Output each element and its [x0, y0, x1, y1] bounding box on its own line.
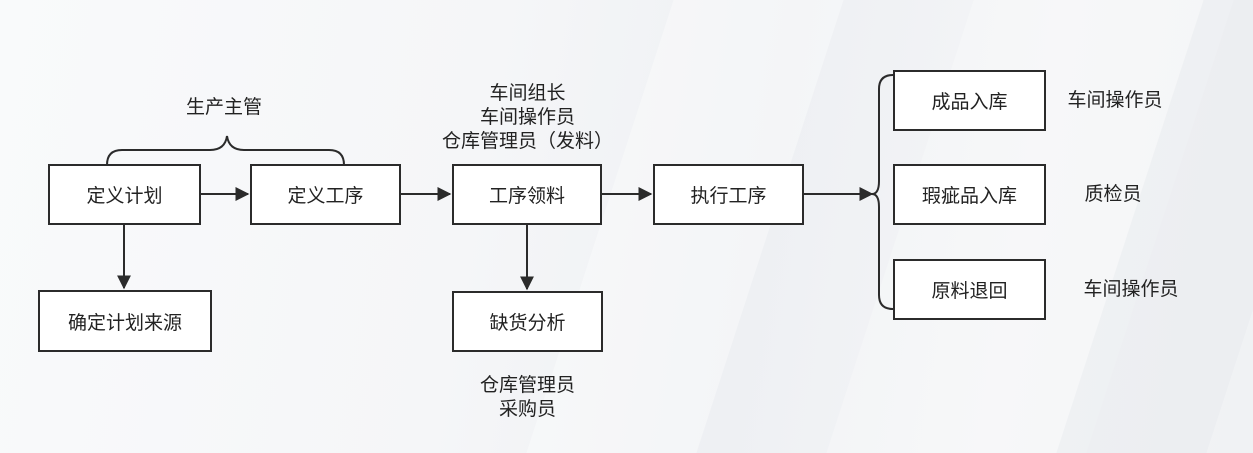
- supervisor-brace: [106, 135, 345, 166]
- outputs-brace: [871, 74, 894, 310]
- shortage-role-line: 仓库管理员: [479, 374, 575, 396]
- raw-material-return-node: 原料退回: [893, 259, 1046, 320]
- shortage-role-line: 采购员: [498, 398, 556, 420]
- production-supervisor-label: 生产主管: [185, 96, 262, 118]
- shortage-roles-label: 仓库管理员 采购员: [455, 373, 600, 421]
- finished-goods-role-label: 车间操作员: [1067, 89, 1163, 111]
- define-process-node: 定义工序: [250, 164, 401, 225]
- picking-role-line: 车间操作员: [479, 106, 575, 128]
- defective-goods-role-label: 质检员: [1084, 183, 1142, 205]
- defective-goods-storage-node: 瑕疵品入库: [893, 164, 1046, 225]
- picking-roles-label: 车间组长 车间操作员 仓库管理员（发料）: [420, 81, 635, 153]
- shortage-analysis-node: 缺货分析: [452, 291, 603, 352]
- finished-goods-storage-node: 成品入库: [893, 70, 1046, 131]
- picking-role-line: 仓库管理员（发料）: [441, 130, 613, 152]
- execute-process-node: 执行工序: [653, 164, 804, 225]
- confirm-plan-source-node: 确定计划来源: [38, 290, 212, 352]
- raw-material-role-label: 车间操作员: [1083, 278, 1179, 300]
- process-picking-node: 工序领料: [452, 164, 602, 225]
- picking-role-line: 车间组长: [489, 82, 566, 104]
- define-plan-node: 定义计划: [48, 164, 201, 225]
